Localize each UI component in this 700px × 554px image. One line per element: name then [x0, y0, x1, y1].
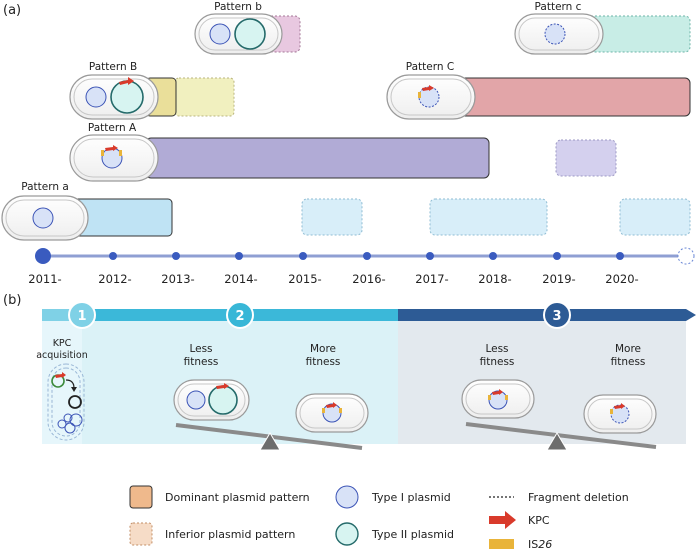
legend-dominant: Dominant plasmid pattern	[165, 491, 310, 504]
timeline-end-dot	[677, 247, 695, 265]
kpc-acquisition-label-line2: acquisition	[36, 350, 88, 361]
legend-deletion: Fragment deletion	[528, 491, 629, 504]
year-label: 2018-	[478, 272, 511, 286]
svg-text:fitness: fitness	[184, 356, 219, 368]
year-label: 2013-	[161, 272, 194, 286]
type1-plasmid-icon	[209, 23, 231, 45]
legend-type2: Type II plasmid	[371, 528, 454, 541]
svg-text:fitness: fitness	[480, 356, 515, 368]
kpc-arrow-icon	[119, 77, 134, 85]
seesaw-fulcrum-icon	[259, 432, 281, 451]
pattern-A-inferior-bar	[555, 139, 617, 177]
svg-text:fitness: fitness	[306, 356, 341, 368]
seesaw-fulcrum-icon	[546, 432, 568, 451]
type1-plasmid-deleted-icon	[544, 23, 566, 45]
type2-plasmid-swatch	[335, 522, 359, 546]
stage-1-cell	[47, 363, 85, 441]
pattern-a-inferior-bar	[619, 198, 691, 236]
svg-text:fitness: fitness	[611, 356, 646, 368]
pattern-c-label: Pattern c	[535, 1, 582, 13]
stage-2-number: 2	[235, 309, 244, 324]
year-label: 2011-	[28, 272, 61, 286]
stage-2-content: Less fitness More fitness	[173, 343, 369, 451]
is26-bar-icon	[418, 92, 421, 98]
pattern-C-label: Pattern C	[406, 61, 454, 73]
stage-2-badge	[226, 301, 254, 329]
type2-plasmid-icon	[234, 18, 266, 50]
legend-type1: Type I plasmid	[371, 491, 451, 504]
timeline: 2011- 2012- 2013- 2014- 2015- 2016- 2017…	[28, 247, 695, 286]
pattern-B-label: Pattern B	[89, 61, 137, 73]
pattern-A-label: Pattern A	[88, 122, 137, 134]
pattern-a-inferior-bar	[301, 198, 363, 236]
pattern-B-row: Pattern B	[69, 61, 235, 120]
kpc-acquisition-label-line1: KPC	[53, 338, 72, 349]
timeline-start-dot	[35, 248, 51, 264]
stage-3-less-fitness: Less	[485, 343, 508, 355]
pattern-b-row: Pattern b	[194, 1, 301, 55]
year-label: 2020-	[605, 272, 638, 286]
year-label: 2017-	[415, 272, 448, 286]
stage-3-content: Less fitness More fitness	[461, 343, 657, 451]
type1-plasmid-swatch	[335, 485, 359, 509]
pattern-A-dominant-bar	[145, 137, 490, 179]
legend-inferior: Inferior plasmid pattern	[165, 528, 295, 541]
stage-3-more-fitness: More	[615, 343, 641, 355]
legend: Dominant plasmid pattern Inferior plasmi…	[129, 485, 629, 551]
pattern-c-row: Pattern c	[514, 1, 691, 55]
stage-1-number: 1	[77, 309, 86, 324]
legend-kpc: KPC	[528, 514, 550, 527]
stage-2-more-fitness: More	[310, 343, 336, 355]
panel-b-label: (b)	[3, 293, 21, 308]
seesaw-beam	[465, 422, 657, 449]
stage-1-panel	[42, 316, 82, 444]
pattern-C-row: Pattern C	[386, 61, 691, 120]
year-label: 2014-	[224, 272, 257, 286]
year-label: 2019-	[542, 272, 575, 286]
pattern-a-row: Pattern a	[1, 181, 691, 241]
stage-1-content: KPC acquisition	[36, 338, 88, 441]
inferior-pattern-swatch	[129, 522, 153, 546]
stage-1-badge	[68, 301, 96, 329]
stage-3-badge	[543, 301, 571, 329]
pattern-a-inferior-bar	[429, 198, 548, 236]
pattern-B-inferior-bar	[174, 77, 235, 117]
is26-bar-icon	[489, 539, 514, 549]
dominant-pattern-swatch	[129, 485, 153, 509]
year-label: 2012-	[98, 272, 131, 286]
stage-2-less-fitness: Less	[189, 343, 212, 355]
panel-a-label: (a)	[3, 3, 21, 18]
pattern-a-label: Pattern a	[21, 181, 69, 193]
stage-3-number: 3	[552, 309, 561, 324]
pattern-b-label: Pattern b	[214, 1, 262, 13]
pattern-C-dominant-bar	[455, 77, 691, 117]
kpc-arrow-icon	[489, 511, 516, 529]
year-label: 2015-	[288, 272, 321, 286]
year-label: 2016-	[352, 272, 385, 286]
curved-arrow-icon	[65, 379, 75, 389]
pattern-A-row: Pattern A	[69, 122, 617, 182]
legend-is26: IS26	[528, 538, 552, 551]
